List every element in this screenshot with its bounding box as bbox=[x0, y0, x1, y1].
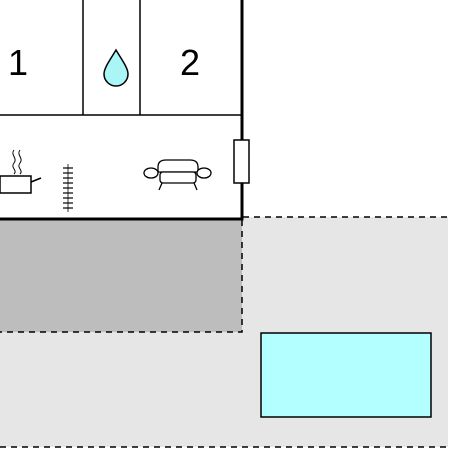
terrace-area bbox=[0, 220, 243, 333]
bedroom-1: 1 bbox=[8, 42, 28, 83]
door-icon bbox=[233, 139, 250, 184]
room-number-1: 1 bbox=[8, 42, 28, 83]
stairs-icon bbox=[63, 164, 73, 212]
sofa-icon bbox=[143, 159, 212, 191]
room-number-2: 2 bbox=[180, 42, 200, 83]
pool-icon bbox=[260, 332, 432, 418]
bedroom-2: 2 bbox=[180, 42, 200, 83]
water-drop-icon bbox=[103, 48, 129, 87]
cooking-pot-icon bbox=[0, 149, 42, 194]
house-outline bbox=[0, 0, 244, 221]
